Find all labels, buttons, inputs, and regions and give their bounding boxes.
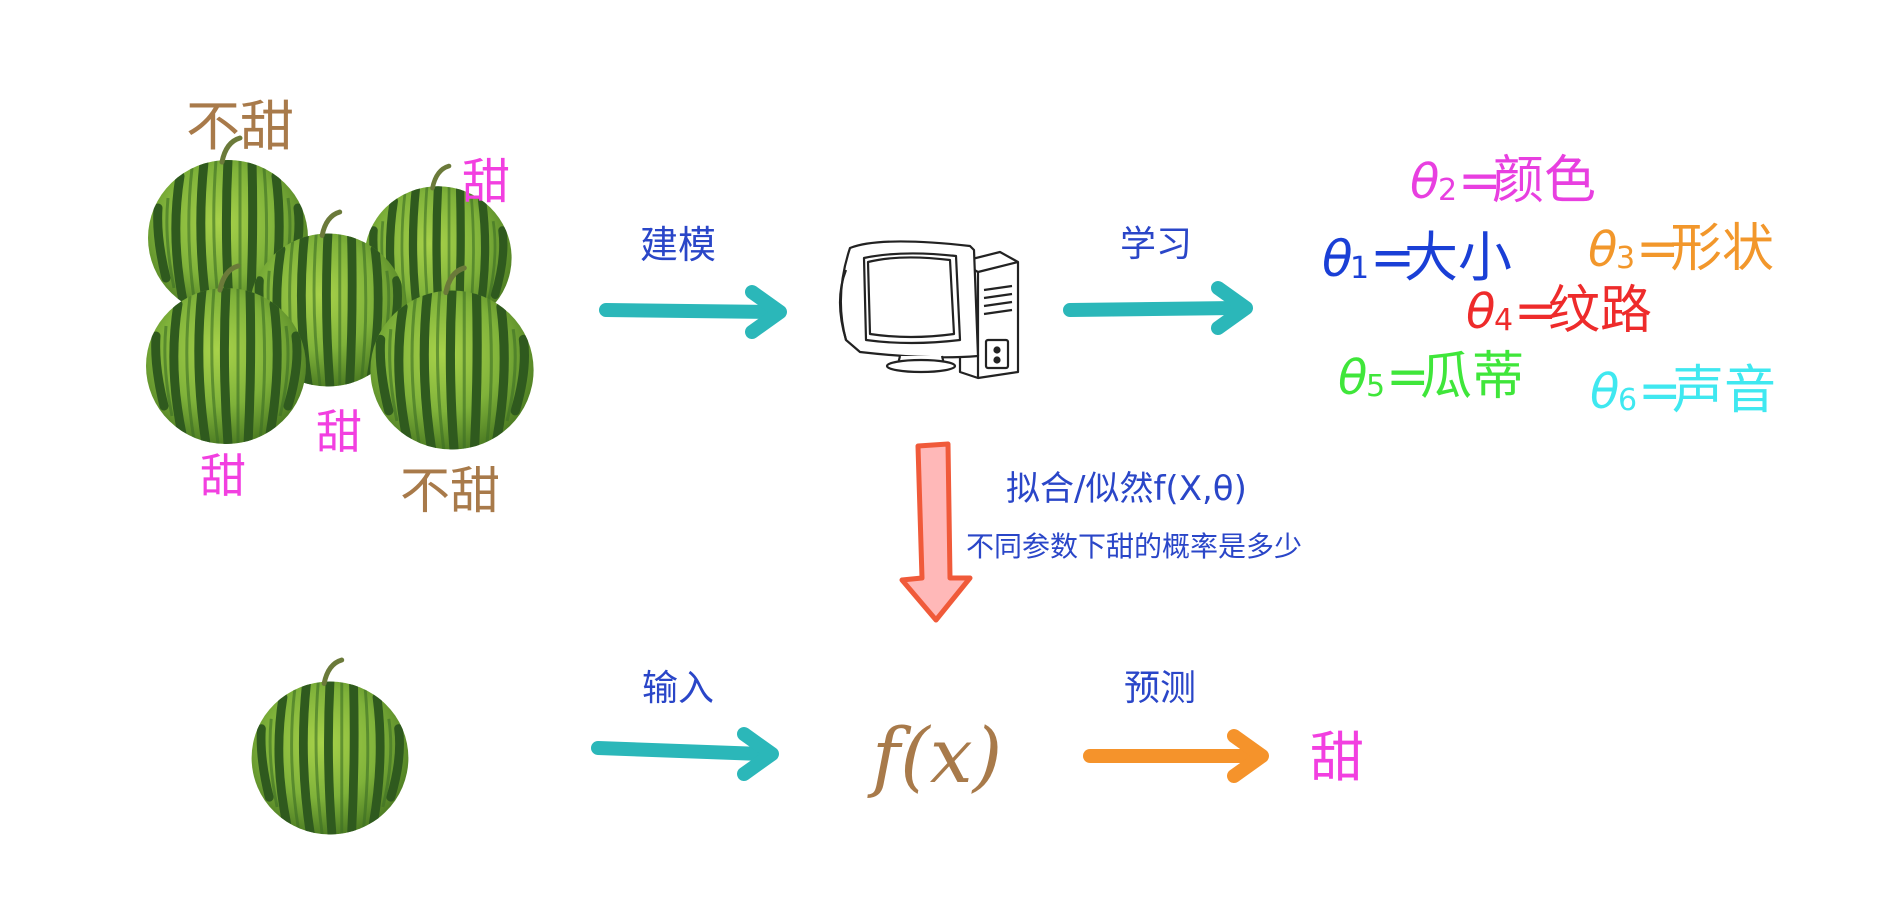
theta-symbol: θ xyxy=(1590,364,1619,420)
modeling-label: 建模 xyxy=(640,223,716,267)
equals-sign: = xyxy=(1458,151,1502,211)
theta-index: 4 xyxy=(1494,303,1513,338)
parameter-theta5: θ 5 = 瓜蒂 xyxy=(1338,347,1524,407)
label-sweet: 甜 xyxy=(462,154,510,210)
parameter-name: 声音 xyxy=(1672,361,1776,421)
theta-index: 1 xyxy=(1350,251,1369,286)
arrow-right-icon xyxy=(599,285,787,339)
theta-index: 2 xyxy=(1438,173,1457,208)
parameter-name: 形状 xyxy=(1670,219,1774,279)
arrow-down-icon xyxy=(899,441,973,623)
fit-question-text: 不同参数下甜的概率是多少 xyxy=(966,530,1302,563)
theta-index: 3 xyxy=(1616,241,1635,276)
theta-symbol: θ xyxy=(1466,284,1495,340)
label-not-sweet: 不甜 xyxy=(400,462,500,520)
label-sweet: 甜 xyxy=(316,405,362,459)
function-fx: f(x) xyxy=(867,711,1002,800)
arrow-right-icon xyxy=(591,727,779,781)
arrow-right-icon xyxy=(1083,729,1269,783)
prediction-result: 甜 xyxy=(1310,726,1364,789)
watermelon-icon xyxy=(252,660,409,834)
theta-symbol: θ xyxy=(1338,350,1367,406)
parameter-name: 颜色 xyxy=(1492,151,1596,211)
parameter-name: 大小 xyxy=(1404,226,1512,289)
computer-icon xyxy=(838,240,1020,380)
parameter-theta3: θ 3 = 形状 xyxy=(1588,219,1774,279)
fit-likelihood-text: 拟合/似然f(X,θ) xyxy=(1006,469,1247,509)
equals-sign: = xyxy=(1514,281,1558,341)
input-label: 输入 xyxy=(642,668,714,709)
equals-sign: = xyxy=(1370,226,1415,289)
equals-sign: = xyxy=(1386,347,1430,407)
theta-symbol: θ xyxy=(1410,154,1439,210)
predict-label: 预测 xyxy=(1124,668,1196,709)
parameter-theta1: θ 1 = 大小 xyxy=(1322,226,1512,289)
label-not-sweet: 不甜 xyxy=(186,95,294,158)
theta-index: 6 xyxy=(1618,383,1637,418)
theta-index: 5 xyxy=(1366,369,1385,404)
equals-sign: = xyxy=(1638,361,1682,421)
arrow-right-icon xyxy=(1063,281,1253,335)
parameter-theta6: θ 6 = 声音 xyxy=(1590,361,1776,421)
parameter-theta4: θ 4 = 纹路 xyxy=(1466,281,1652,341)
theta-symbol: θ xyxy=(1322,230,1353,288)
parameter-theta2: θ 2 = 颜色 xyxy=(1410,151,1596,211)
label-sweet: 甜 xyxy=(200,449,246,503)
parameter-name: 瓜蒂 xyxy=(1420,347,1524,407)
theta-symbol: θ xyxy=(1588,222,1617,278)
parameter-name: 纹路 xyxy=(1548,281,1652,341)
equals-sign: = xyxy=(1636,219,1680,279)
learning-label: 学习 xyxy=(1120,224,1192,265)
